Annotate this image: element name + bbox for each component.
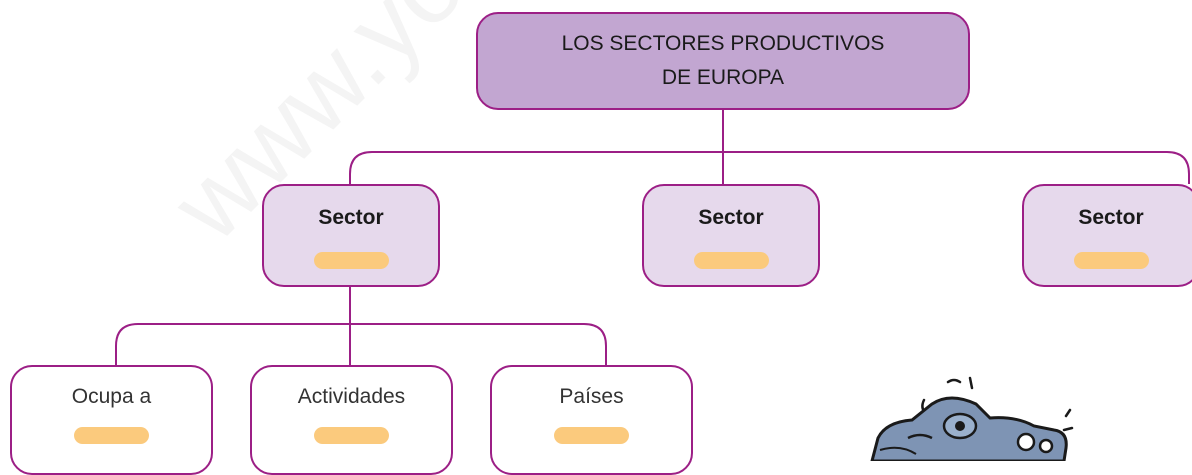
answer-blank bbox=[314, 427, 389, 444]
connector-lines bbox=[115, 110, 1190, 365]
detail-label: Actividades bbox=[297, 385, 406, 408]
answer-blank bbox=[693, 252, 769, 269]
detail-node-actividades: Actividades bbox=[250, 365, 453, 475]
sector-node-1: Sector bbox=[262, 184, 440, 287]
sector-node-2: Sector bbox=[642, 184, 820, 287]
detail-node-paises: Países bbox=[490, 365, 693, 475]
sector-label: Sector bbox=[318, 206, 384, 229]
connector-sector-bar bbox=[349, 151, 1190, 184]
answer-blank bbox=[554, 427, 629, 444]
sector-label: Sector bbox=[1078, 206, 1144, 229]
root-title-line1: LOS SECTORES PRODUCTIVOS bbox=[561, 32, 885, 55]
concept-map: www.yo LOS SECTORES PRODUCTIVOS DE EUROP… bbox=[10, 0, 1192, 475]
sector-label: Sector bbox=[698, 206, 764, 229]
detail-label: Ocupa a bbox=[71, 385, 152, 408]
sector-node-3: Sector bbox=[1022, 184, 1192, 287]
root-title-line2: DE EUROPA bbox=[661, 66, 785, 89]
connector-detail-bar bbox=[115, 323, 607, 365]
root-node: LOS SECTORES PRODUCTIVOS DE EUROPA bbox=[476, 12, 970, 110]
detail-label: Países bbox=[559, 385, 624, 408]
answer-blank bbox=[1073, 252, 1149, 269]
answer-blank bbox=[313, 252, 389, 269]
detail-node-ocupa: Ocupa a bbox=[10, 365, 213, 475]
cartoon-machine-icon bbox=[870, 376, 1074, 461]
answer-blank bbox=[74, 427, 149, 444]
